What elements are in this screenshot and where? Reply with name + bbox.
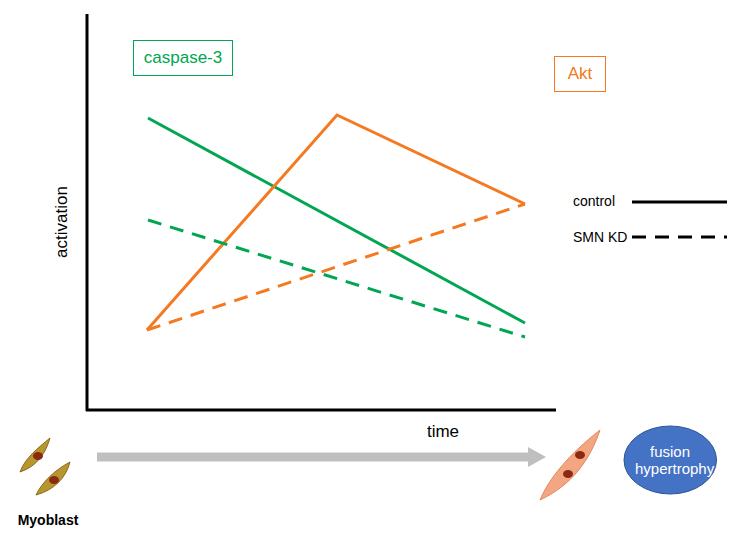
y-axis [86, 14, 89, 411]
legend-solid [632, 201, 727, 204]
myotube-cell [540, 430, 600, 500]
myoblast-cells [20, 438, 70, 495]
legend-dashed [632, 236, 727, 239]
outcome-ellipse: fusion hypertrophy [623, 425, 718, 495]
x-axis [86, 409, 556, 412]
akt-control-line [147, 115, 525, 330]
legend-box: Akt [554, 56, 606, 92]
time-arrow [97, 453, 530, 462]
time-arrowhead [528, 447, 546, 467]
legend-text: SMN KD [573, 229, 627, 245]
node-text: Akt [568, 64, 593, 84]
axis-label: activation [52, 186, 72, 258]
legend-box: caspase-3 [133, 40, 233, 76]
akt-kd-line [147, 204, 525, 330]
caspase-control-line [148, 118, 525, 323]
legend-text: control [573, 193, 615, 209]
cell-label: Myoblast [18, 512, 79, 528]
node-text: fusion hypertrophy [635, 443, 705, 478]
caspase-kd-line [148, 220, 525, 337]
axis-label: time [427, 422, 459, 442]
node-text: caspase-3 [144, 48, 222, 68]
